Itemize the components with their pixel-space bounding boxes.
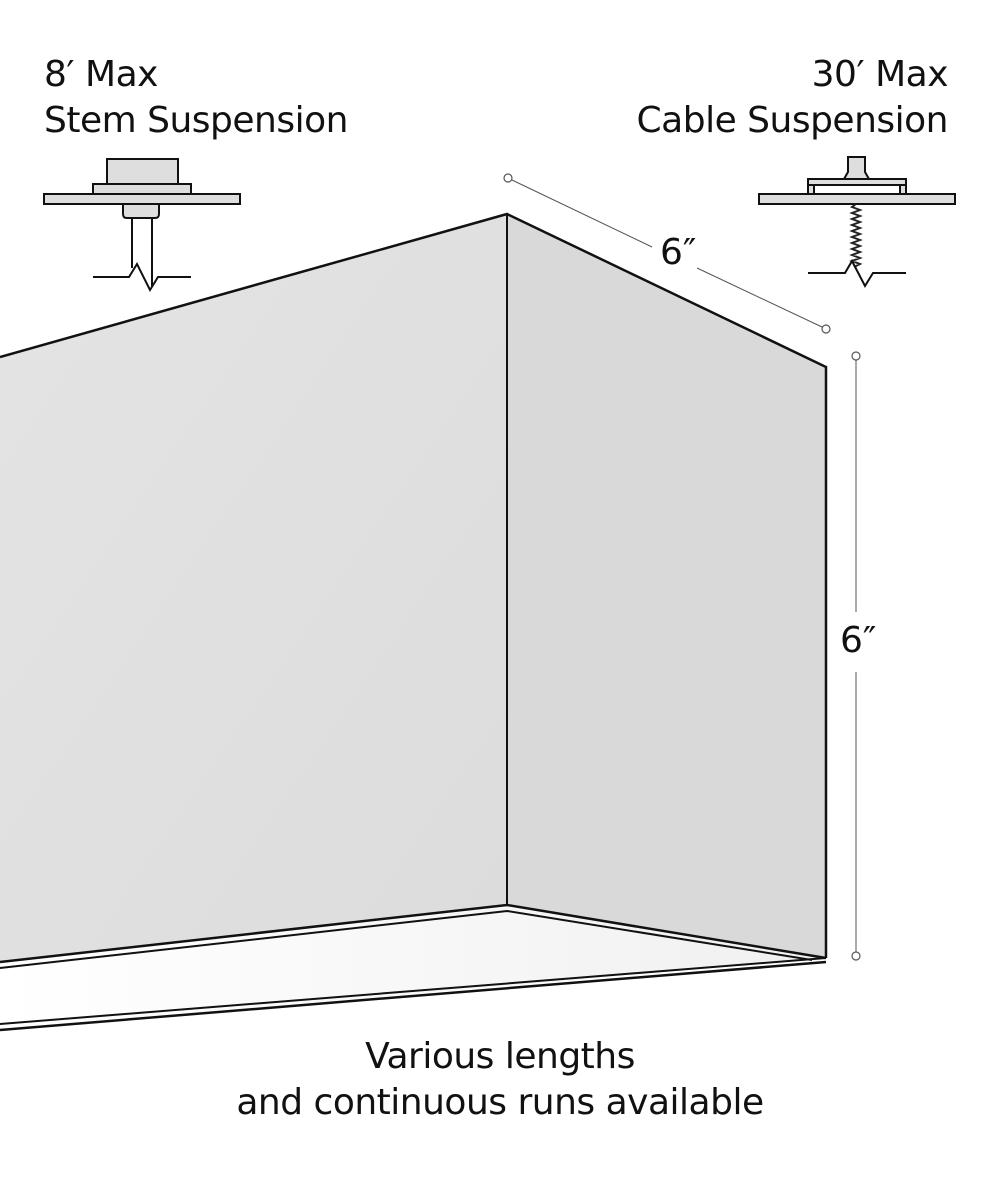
cable-suspension-title: Cable Suspension bbox=[636, 100, 949, 141]
footer-line-1: Various lengths bbox=[365, 1036, 635, 1077]
cable-suspension-label: 30′ Max Cable Suspension bbox=[636, 52, 949, 144]
fixture-side-face bbox=[507, 214, 826, 958]
cable-max-length: 30′ Max bbox=[811, 54, 949, 95]
stem-suspension-icon bbox=[43, 158, 241, 293]
footer-note: Various lengths and continuous runs avai… bbox=[0, 1034, 1000, 1126]
fixture-body bbox=[0, 212, 828, 1032]
depth-dimension-line bbox=[503, 173, 831, 334]
cable-suspension-icon bbox=[758, 156, 956, 289]
height-dimension-line bbox=[851, 351, 861, 961]
fixture-front-face bbox=[0, 214, 507, 962]
stem-suspension-label: 8′ Max Stem Suspension bbox=[44, 52, 348, 144]
height-dimension-label: 6″ bbox=[840, 620, 877, 661]
fixture-lens bbox=[0, 905, 826, 1030]
stem-suspension-title: Stem Suspension bbox=[44, 100, 348, 141]
footer-line-2: and continuous runs available bbox=[236, 1082, 764, 1123]
stem-max-length: 8′ Max bbox=[44, 54, 158, 95]
depth-dimension-label: 6″ bbox=[660, 232, 697, 273]
